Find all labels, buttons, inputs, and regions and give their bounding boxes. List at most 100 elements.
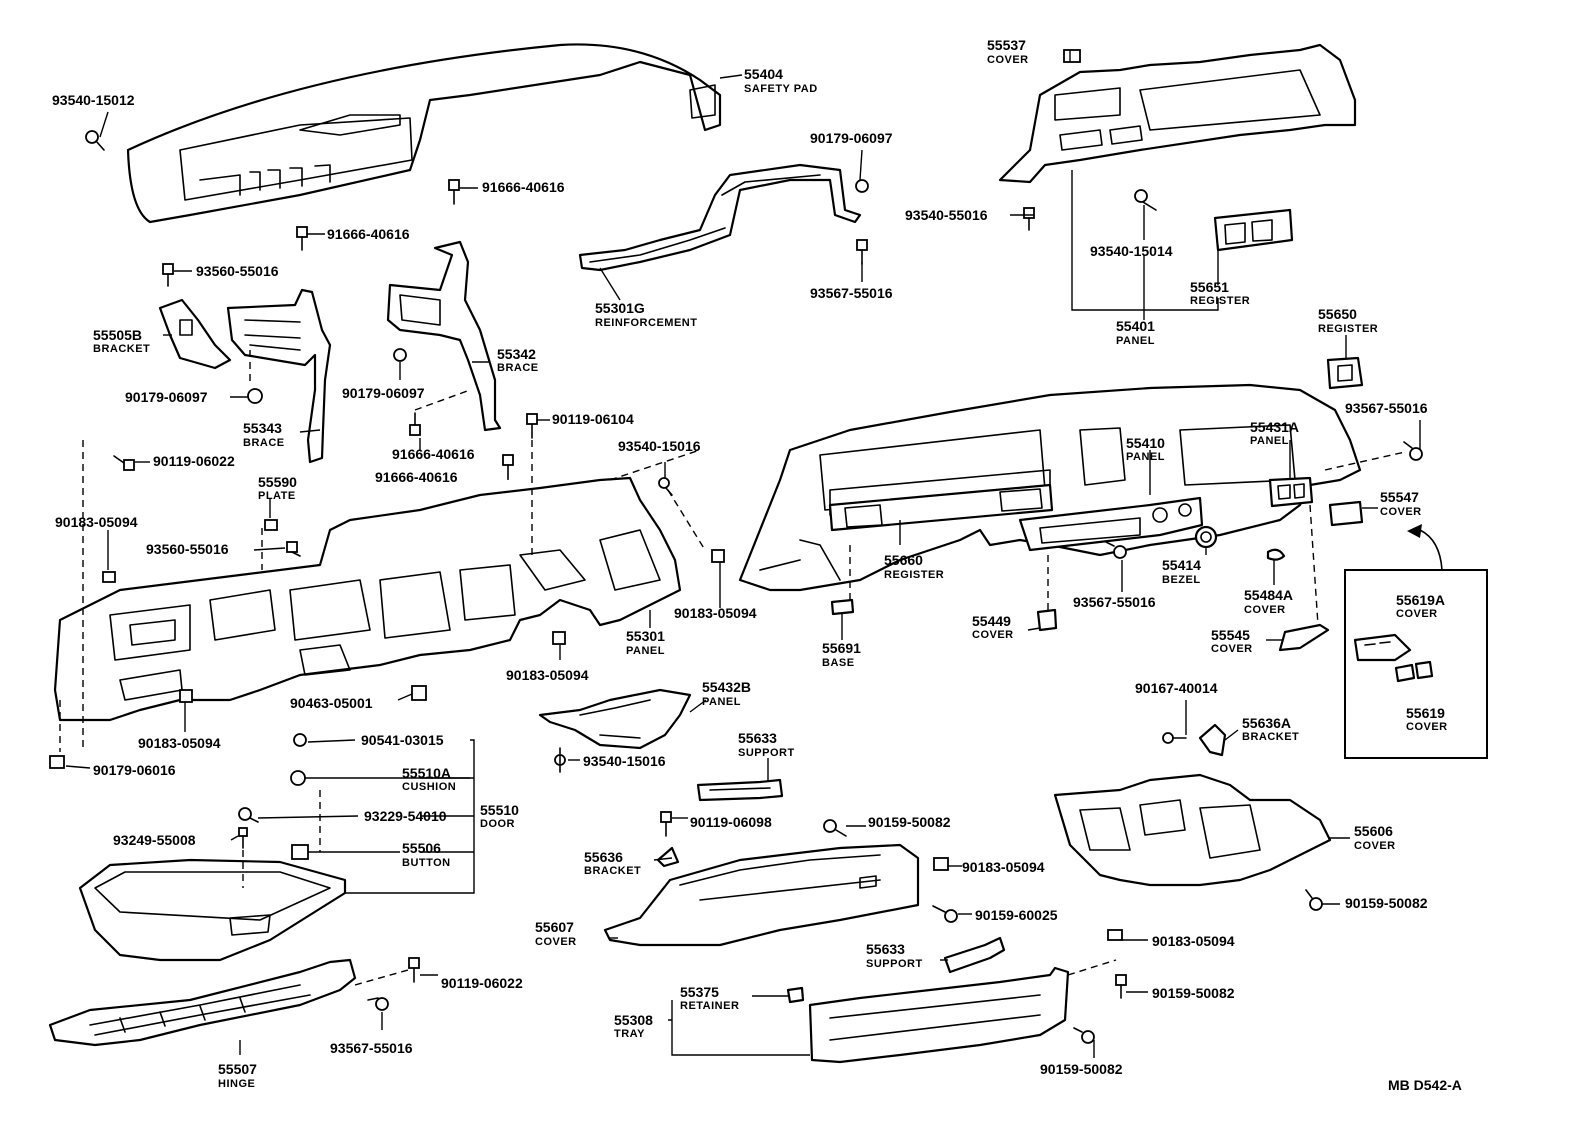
tray-drawing — [808, 966, 1070, 1064]
label-55619-num: 55619 — [1406, 705, 1445, 721]
safety-pad-drawing — [126, 43, 722, 224]
brace-55343-drawing — [226, 288, 332, 464]
label-91666-40616-c: 91666-40616 — [392, 446, 475, 462]
label-55507-num: 55507 — [218, 1061, 257, 1077]
label-55401-name: PANEL — [1116, 335, 1155, 347]
lower-panel-drawing — [53, 476, 682, 722]
label-55633-b-num: 55633 — [866, 941, 905, 957]
label-55606-name: COVER — [1354, 840, 1396, 852]
label-55375-num: 55375 — [680, 984, 719, 1000]
label-90179-06016: 90179-06016 — [93, 762, 176, 778]
label-55449-num: 55449 — [972, 613, 1011, 629]
panel-55431a-drawing — [1268, 476, 1314, 508]
diagram-code: MB D542-A — [1388, 1077, 1462, 1093]
label-55537-num: 55537 — [987, 37, 1026, 53]
label-90179-06097-a: 90179-06097 — [810, 130, 893, 146]
label-90179-06097-c: 90179-06097 — [342, 385, 425, 401]
label-90159-60025: 90159-60025 — [975, 907, 1058, 923]
label-55633-b-name: SUPPORT — [866, 958, 923, 970]
label-90183-05094-c: 90183-05094 — [506, 667, 589, 683]
label-55633-a-num: 55633 — [738, 730, 777, 746]
bracket-55636-drawing — [656, 846, 680, 868]
label-55375-name: RETAINER — [680, 1000, 739, 1012]
label-93560-55016-b: 93560-55016 — [146, 541, 229, 557]
cover-55547-drawing — [1328, 500, 1364, 527]
label-55301g-name: REINFORCEMENT — [595, 317, 697, 329]
cover-55545-drawing — [1278, 623, 1330, 652]
label-55510-name: DOOR — [480, 818, 515, 830]
label-93540-55016: 93540-55016 — [905, 207, 988, 223]
label-55619a-name: COVER — [1396, 608, 1438, 620]
label-55636a-name: BRACKET — [1242, 731, 1299, 743]
panel-55410-drawing — [1018, 496, 1204, 552]
cover-55484a-drawing — [1266, 548, 1286, 561]
label-55343-name: BRACE — [243, 437, 285, 449]
label-90183-05094-f: 90183-05094 — [1152, 933, 1235, 949]
cover-55449-drawing — [1036, 608, 1058, 632]
label-93540-15014: 93540-15014 — [1090, 243, 1173, 259]
label-55510a-name: CUSHION — [402, 781, 456, 793]
label-55506-name: BUTTON — [402, 857, 451, 869]
label-93229-54010: 93229-54010 — [364, 808, 447, 824]
dashed-lines — [59, 350, 1406, 986]
glove-box-door-drawing — [78, 858, 347, 962]
label-90167-40014: 90167-40014 — [1135, 680, 1218, 696]
fasteners — [49, 49, 1423, 1044]
label-55606-num: 55606 — [1354, 823, 1393, 839]
label-55432b-name: PANEL — [702, 696, 741, 708]
label-55510a-num: 55510A — [402, 765, 451, 781]
label-55636-num: 55636 — [584, 849, 623, 865]
label-55449-name: COVER — [972, 629, 1014, 641]
label-55343-num: 55343 — [243, 420, 282, 436]
label-55619-name: COVER — [1406, 721, 1448, 733]
label-55545-num: 55545 — [1211, 627, 1250, 643]
hinge-drawing — [48, 958, 357, 1047]
label-55431a-num: 55431A — [1250, 419, 1299, 435]
label-55547-name: COVER — [1380, 506, 1422, 518]
label-90159-50082-a: 90159-50082 — [868, 814, 951, 830]
label-55484a-name: COVER — [1244, 604, 1286, 616]
label-55547-num: 55547 — [1380, 489, 1419, 505]
label-91666-40616-b: 91666-40616 — [327, 226, 410, 242]
label-90183-05094-d: 90183-05094 — [138, 735, 221, 751]
label-90159-50082-c: 90159-50082 — [1040, 1061, 1123, 1077]
base-55691-drawing — [830, 598, 855, 616]
retainer-55375-drawing — [786, 986, 805, 1004]
label-55404-num: 55404 — [744, 66, 783, 82]
label-90159-50082-b: 90159-50082 — [1152, 985, 1235, 1001]
label-55401-num: 55401 — [1116, 318, 1155, 334]
label-55660-num: 55660 — [884, 552, 923, 568]
label-55607-name: COVER — [535, 936, 577, 948]
label-90119-06104: 90119-06104 — [552, 411, 634, 427]
label-55308-name: TRAY — [614, 1028, 645, 1040]
label-55636a-num: 55636A — [1242, 715, 1291, 731]
label-93567-55016-c: 93567-55016 — [1345, 400, 1428, 416]
label-55484a-num: 55484A — [1244, 587, 1293, 603]
label-55301g-num: 55301G — [595, 300, 645, 316]
label-55651-name: REGISTER — [1190, 295, 1250, 307]
label-91666-40616-d: 91666-40616 — [375, 469, 458, 485]
label-55545-name: COVER — [1211, 643, 1253, 655]
label-55691-name: BASE — [822, 657, 855, 669]
register-55651-drawing — [1213, 208, 1294, 252]
label-90179-06097-b: 90179-06097 — [125, 389, 208, 405]
label-93567-55016-d: 93567-55016 — [1073, 594, 1156, 610]
label-55431a-name: PANEL — [1250, 435, 1289, 447]
label-93249-55008: 93249-55008 — [113, 832, 196, 848]
label-55414-name: BEZEL — [1162, 574, 1201, 586]
leader-lines — [65, 50, 1421, 1058]
label-55510-num: 55510 — [480, 802, 519, 818]
label-93567-55016-a: 93567-55016 — [810, 285, 893, 301]
label-93540-15012: 93540-15012 — [52, 92, 135, 108]
label-55660-name: REGISTER — [884, 569, 944, 581]
label-55301-name: PANEL — [626, 645, 665, 657]
label-90183-05094-b: 90183-05094 — [674, 605, 757, 621]
label-55342-name: BRACE — [497, 362, 539, 374]
label-55650-name: REGISTER — [1318, 323, 1378, 335]
label-90119-06022-a: 90119-06022 — [153, 453, 235, 469]
label-93540-15016-b: 93540-15016 — [583, 753, 666, 769]
label-55410-name: PANEL — [1126, 451, 1165, 463]
label-55505b-name: BRACKET — [93, 343, 150, 355]
label-55301-num: 55301 — [626, 628, 665, 644]
